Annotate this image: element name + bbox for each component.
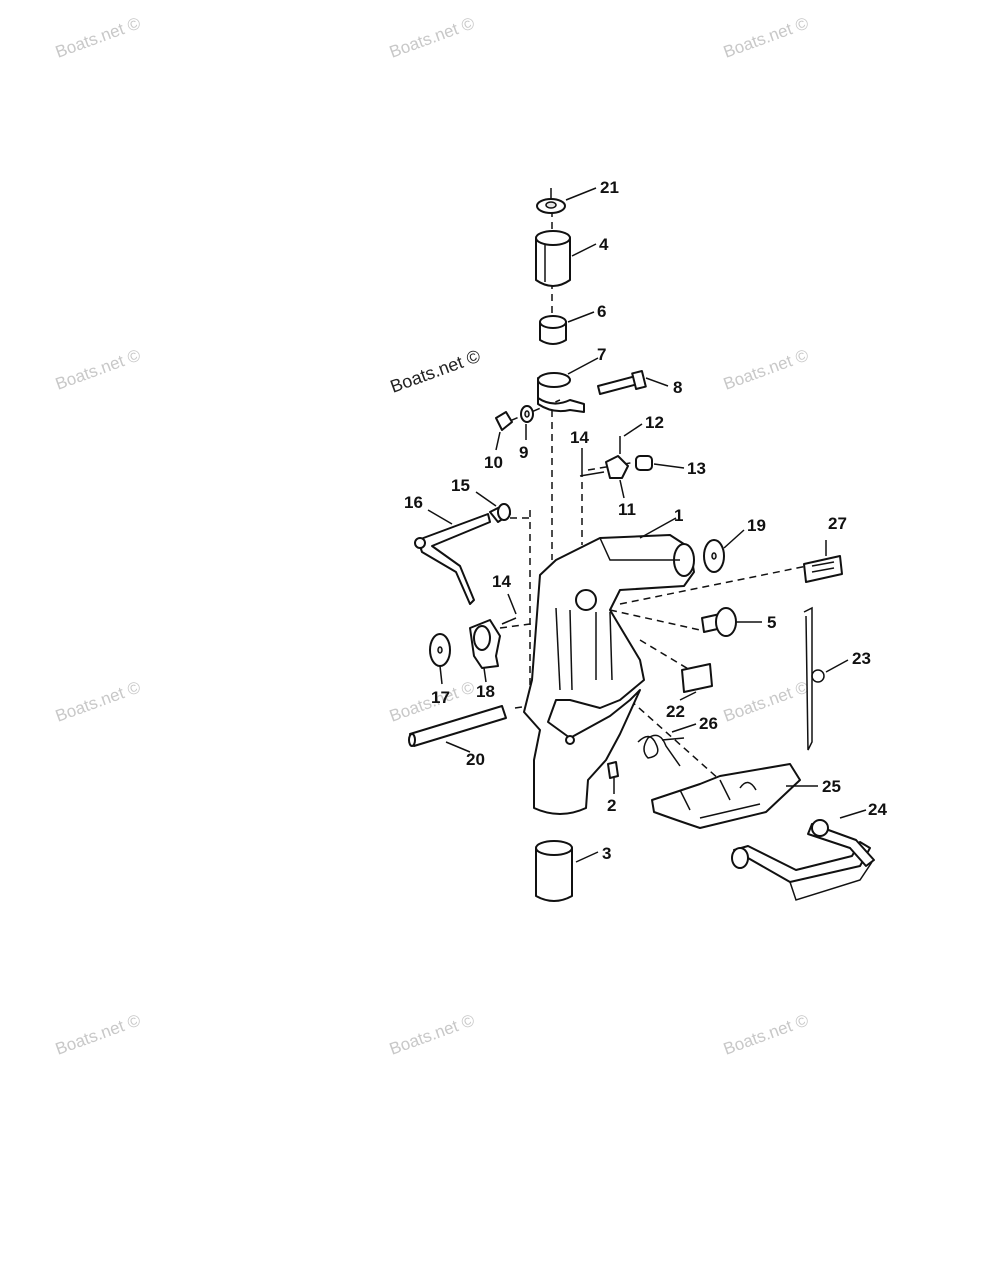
callout-1: 1: [674, 506, 683, 525]
callout-20: 20: [466, 750, 485, 769]
callout-3: 3: [602, 844, 611, 863]
part-27-decal[interactable]: [803, 555, 843, 583]
callout-7: 7: [597, 345, 606, 364]
callout-18: 18: [476, 682, 495, 701]
watermark-dark: Boats.net ©: [388, 346, 483, 397]
leader-lines: [427, 187, 867, 863]
callout-2: 2: [607, 796, 616, 815]
callout-24: 24: [868, 800, 887, 819]
callout-15: 15: [451, 476, 470, 495]
part-14-pin-lower[interactable]: [501, 617, 517, 625]
part-24-bracket[interactable]: [731, 819, 875, 901]
watermark: Boats.net ©: [721, 13, 812, 61]
part-8-bolt[interactable]: [597, 370, 647, 395]
watermark: Boats.net ©: [53, 345, 144, 393]
watermark: Boats.net ©: [53, 677, 144, 725]
part-7-clamp[interactable]: [537, 372, 585, 413]
callout-17: 17: [431, 688, 450, 707]
part-20-rod[interactable]: [408, 705, 507, 747]
callout-8: 8: [673, 378, 682, 397]
part-17-washer[interactable]: [429, 633, 451, 667]
callout-23: 23: [852, 649, 871, 668]
callout-9: 9: [519, 443, 528, 462]
part-2-fitting[interactable]: [607, 761, 619, 779]
callout-25: 25: [822, 777, 841, 796]
watermark: Boats.net ©: [387, 1010, 478, 1058]
callout-4: 4: [599, 235, 609, 254]
part-23-wire[interactable]: [803, 606, 825, 751]
part-3-bushing[interactable]: [535, 840, 573, 902]
callout-26: 26: [699, 714, 718, 733]
callout-14-upper: 14: [570, 428, 589, 447]
part-5-pivot[interactable]: [701, 607, 737, 637]
watermark: Boats.net ©: [721, 345, 812, 393]
callout-21: 21: [600, 178, 619, 197]
callout-13: 13: [687, 459, 706, 478]
callout-10: 10: [484, 453, 503, 472]
callout-5: 5: [767, 613, 776, 632]
callout-27: 27: [828, 514, 847, 533]
part-22-label[interactable]: [681, 663, 713, 693]
watermark: Boats.net ©: [53, 13, 144, 61]
part-18-lever[interactable]: [469, 619, 501, 669]
part-10-nut[interactable]: [495, 411, 513, 431]
part-9-washer[interactable]: [520, 405, 534, 423]
watermark: Boats.net ©: [387, 13, 478, 61]
part-26-spring[interactable]: [637, 734, 685, 767]
watermark: Boats.net ©: [721, 1010, 812, 1058]
callout-labels: 21 4 6 7 8 9 10 11 12 13 14 15 16 1 19 2…: [404, 178, 887, 863]
part-21-washer[interactable]: [536, 188, 566, 214]
watermark: Boats.net ©: [53, 1010, 144, 1058]
watermark: Boats.net ©: [721, 677, 812, 725]
callout-16: 16: [404, 493, 423, 512]
callout-12: 12: [645, 413, 664, 432]
part-25-plate[interactable]: [651, 763, 801, 829]
part-15-bushing[interactable]: [489, 503, 511, 523]
part-13-cap[interactable]: [635, 455, 653, 471]
part-19-washer[interactable]: [703, 539, 725, 573]
callout-6: 6: [597, 302, 606, 321]
part-4-bushing[interactable]: [535, 230, 571, 287]
part-16-handle[interactable]: [414, 513, 491, 605]
callout-22: 22: [666, 702, 685, 721]
callout-19: 19: [747, 516, 766, 535]
part-1-swivel-bracket[interactable]: [523, 534, 695, 815]
part-14-pin-upper[interactable]: [579, 471, 605, 477]
part-6-bushing[interactable]: [539, 315, 567, 345]
callout-14-lower: 14: [492, 572, 511, 591]
part-11-block[interactable]: [605, 455, 629, 479]
callout-11: 11: [618, 500, 636, 519]
